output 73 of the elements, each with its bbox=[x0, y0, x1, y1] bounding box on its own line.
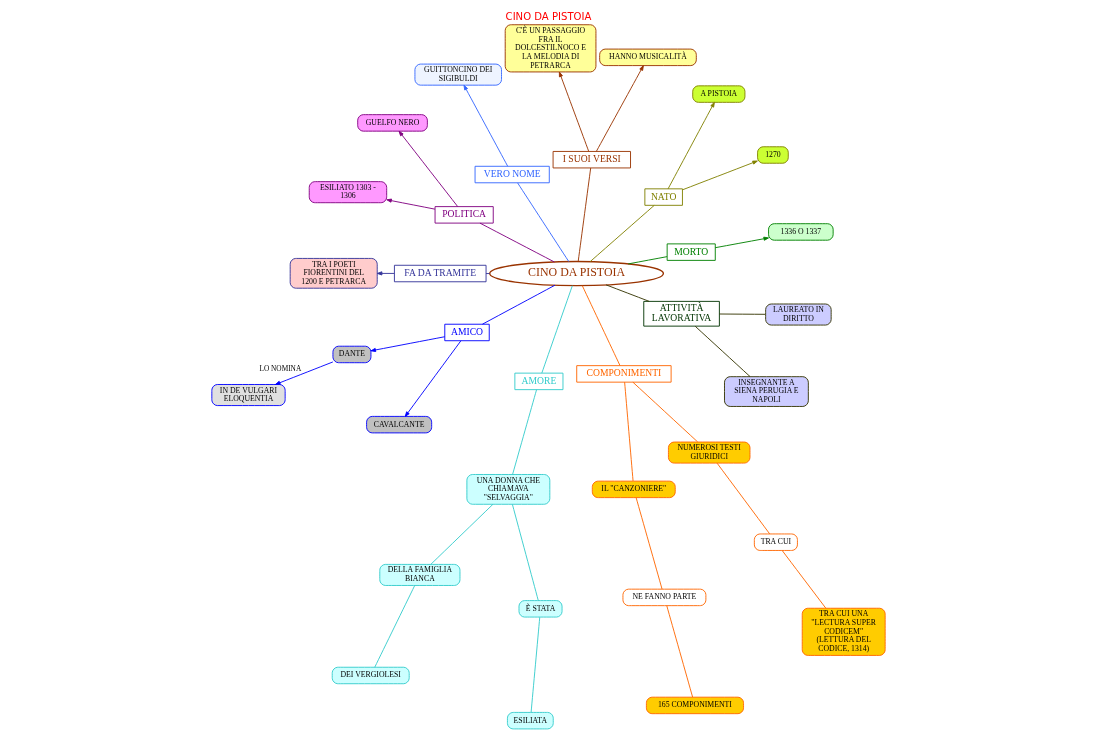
arrow bbox=[667, 101, 715, 190]
node-box: FA DA TRAMITE bbox=[393, 264, 486, 283]
connector bbox=[605, 284, 650, 302]
node-box: DELLA FAMIGLIA BIANCA bbox=[378, 563, 460, 586]
node-box: 1270 bbox=[756, 146, 789, 164]
connector bbox=[635, 497, 662, 590]
connector bbox=[373, 585, 415, 668]
node-box: TRA CUI bbox=[753, 533, 798, 551]
arrow bbox=[370, 336, 445, 352]
node-box: AMICO bbox=[443, 323, 490, 342]
connector bbox=[481, 284, 555, 325]
node-box: IL "CANZONIERE" bbox=[591, 480, 676, 499]
node-box: NE FANNO PARTE bbox=[622, 588, 706, 607]
connector bbox=[694, 325, 750, 378]
node-box: ESILIATA bbox=[506, 711, 554, 730]
node-box: UNA DONNA CHE CHIAMAVA "SELVAGGIA" bbox=[465, 474, 550, 505]
connector bbox=[627, 256, 667, 265]
arrow bbox=[681, 160, 758, 191]
connector bbox=[511, 503, 539, 601]
arrow bbox=[714, 236, 769, 249]
connector bbox=[581, 285, 620, 366]
node-ellipse: CINO DA PISTOIA bbox=[488, 260, 664, 287]
node-box: NATO bbox=[643, 188, 683, 206]
connector bbox=[429, 503, 493, 565]
node-box: DANTE bbox=[331, 345, 371, 364]
node-box: LAUREATO IN DIRITTO bbox=[764, 303, 832, 326]
connector bbox=[623, 381, 633, 482]
node-box: INSEGNANTE A SIENA PERUGIA E NAPOLI bbox=[723, 376, 809, 407]
connector bbox=[485, 273, 490, 274]
node-box: MORTO bbox=[666, 243, 716, 261]
arrow bbox=[463, 84, 508, 167]
arrow bbox=[398, 130, 458, 207]
node-box: 165 COMPONIMENTI bbox=[645, 696, 744, 715]
diagram-title: CINO DA PISTOIA bbox=[505, 10, 591, 22]
edge-label: LO NOMINA bbox=[258, 363, 301, 373]
node-box: NUMEROSI TESTI GIURIDICI bbox=[667, 441, 750, 464]
node-box: GUELFO NERO bbox=[356, 114, 428, 132]
node-box: VERO NOME bbox=[474, 165, 550, 184]
connector bbox=[589, 204, 655, 263]
connector bbox=[631, 381, 698, 443]
node-box: ESILIATO 1303 - 1306 bbox=[308, 181, 387, 204]
node-box: TRA I POETI FIORENTINI DEL 1200 E PETRARCA bbox=[289, 257, 378, 289]
node-box: ATTIVITÀ LAVORATIVA bbox=[642, 300, 720, 327]
node-box: HANNO MUSICALITÀ bbox=[598, 48, 697, 67]
connector bbox=[516, 182, 569, 263]
arrow bbox=[376, 271, 395, 276]
connector bbox=[540, 285, 573, 374]
node-box: CAVALCANTE bbox=[365, 415, 432, 434]
node-box: IN DE VULGARI ELOQUENTIA bbox=[210, 384, 286, 407]
arrow bbox=[274, 361, 333, 385]
arrow bbox=[558, 71, 589, 152]
node-box: COMPONIMENTI bbox=[575, 365, 672, 383]
arrow bbox=[595, 65, 644, 152]
connector bbox=[781, 550, 826, 609]
connector bbox=[577, 167, 591, 262]
arrow bbox=[385, 198, 435, 210]
node-box: GUITTONCINO DEI SIGIBULDI bbox=[413, 63, 502, 86]
node-box: C'È UN PASSAGGIO FRA IL DOLCESTILNOCO E LA MELODIA DI PETRARCA bbox=[504, 24, 596, 73]
node-box: POLITICA bbox=[434, 206, 494, 224]
connector bbox=[716, 462, 770, 535]
node-box: I SUOI VERSI bbox=[552, 151, 631, 169]
node-box: TRA CUI UNA "LECTURA SUPER CODICEM" (LETTURA DEL CODICE, 1314) bbox=[801, 607, 886, 656]
connector bbox=[665, 605, 693, 698]
arrow bbox=[404, 340, 461, 417]
node-box: DEI VERGIOLESI bbox=[331, 666, 410, 685]
node-box: AMORE bbox=[513, 372, 563, 391]
connector bbox=[479, 222, 555, 263]
node-box: A PISTOIA bbox=[691, 85, 745, 103]
connector bbox=[718, 313, 766, 315]
node-box: 1336 O 1337 bbox=[767, 223, 834, 241]
node-box: È STATA bbox=[518, 600, 562, 618]
connector bbox=[511, 389, 537, 475]
connector bbox=[530, 616, 540, 713]
